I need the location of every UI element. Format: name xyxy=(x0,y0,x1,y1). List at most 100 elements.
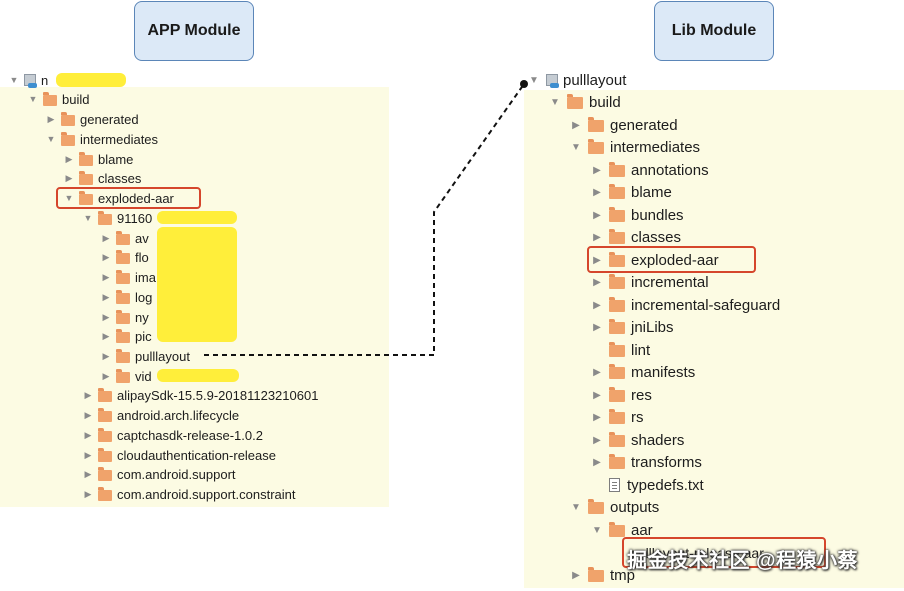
tree-row-exploded-aar[interactable]: ▼ exploded-aar xyxy=(63,189,174,207)
expanded-arrow-icon[interactable]: ▼ xyxy=(46,134,56,144)
collapsed-arrow-icon[interactable]: ▶ xyxy=(102,232,110,243)
tree-row-pulllayout[interactable]: ▶ pulllayout xyxy=(100,347,190,365)
tree-row-intermediate-item[interactable]: ▶ manifests xyxy=(591,362,695,382)
redaction-mark xyxy=(157,369,239,382)
tree-row-intermediate-item[interactable]: ▶ res xyxy=(591,385,652,405)
tree-row-aar-child[interactable]: ▶ vid xyxy=(100,367,152,385)
tree-row-generated[interactable]: ▶ generated xyxy=(45,110,139,128)
collapsed-arrow-icon[interactable]: ▶ xyxy=(572,119,580,131)
tree-row-aar-child[interactable]: ▶ flo xyxy=(100,248,149,266)
collapsed-arrow-icon[interactable]: ▶ xyxy=(593,276,601,288)
tree-row-build[interactable]: ▼ build xyxy=(549,92,621,112)
tree-row-app-root[interactable]: ▼ n xyxy=(8,71,48,89)
tree-row-lib[interactable]: ▶ captchasdk-release-1.0.2 xyxy=(82,426,263,444)
folder-icon xyxy=(79,190,93,205)
expanded-arrow-icon[interactable]: ▼ xyxy=(83,213,93,223)
collapsed-arrow-icon[interactable]: ▶ xyxy=(593,299,601,311)
expanded-arrow-icon[interactable]: ▼ xyxy=(571,141,581,153)
collapsed-arrow-icon[interactable]: ▶ xyxy=(65,153,73,164)
collapsed-arrow-icon[interactable]: ▶ xyxy=(593,456,601,468)
folder-icon xyxy=(98,407,112,422)
tree-row-hash-folder[interactable]: ▼ 91160 xyxy=(82,209,152,227)
collapsed-arrow-icon[interactable]: ▶ xyxy=(102,350,110,361)
tree-row-aar-child[interactable]: ▶ ima xyxy=(100,268,156,286)
collapsed-arrow-icon[interactable]: ▶ xyxy=(65,172,73,183)
tree-row-intermediate-item[interactable]: ▶ shaders xyxy=(591,430,684,450)
collapsed-arrow-icon[interactable]: ▶ xyxy=(84,429,92,440)
expanded-arrow-icon[interactable]: ▼ xyxy=(9,75,19,85)
collapsed-arrow-icon[interactable]: ▶ xyxy=(102,370,110,381)
tree-row-aar[interactable]: ▼ aar xyxy=(591,520,653,540)
expanded-arrow-icon[interactable]: ▼ xyxy=(592,524,602,536)
tree-row-intermediate-item[interactable]: ▶ incremental xyxy=(591,272,708,292)
tree-label: captchasdk-release-1.0.2 xyxy=(117,427,263,443)
collapsed-arrow-icon[interactable]: ▶ xyxy=(84,468,92,479)
tree-row-lib[interactable]: ▶ com.android.support xyxy=(82,465,236,483)
collapsed-arrow-icon[interactable]: ▶ xyxy=(593,209,601,221)
collapsed-arrow-icon[interactable]: ▶ xyxy=(84,409,92,420)
folder-icon xyxy=(609,522,625,537)
collapsed-arrow-icon[interactable]: ▶ xyxy=(102,311,110,322)
tree-row-intermediate-item[interactable]: ▶ classes xyxy=(591,227,681,247)
tree-row-tmp[interactable]: ▶ tmp xyxy=(570,565,635,585)
tree-row-blame[interactable]: ▶ blame xyxy=(63,150,133,168)
tree-row-generated[interactable]: ▶ generated xyxy=(570,115,677,135)
tree-row-lib-root[interactable]: ▼ pulllayout xyxy=(528,70,626,90)
tree-label: n xyxy=(41,72,49,88)
collapsed-arrow-icon[interactable]: ▶ xyxy=(102,271,110,282)
tree-row-intermediates[interactable]: ▼ intermediates xyxy=(45,130,158,148)
expanded-arrow-icon[interactable]: ▼ xyxy=(28,94,38,104)
expanded-arrow-icon[interactable]: ▼ xyxy=(550,96,560,108)
collapsed-arrow-icon[interactable]: ▶ xyxy=(593,254,601,266)
collapsed-arrow-icon[interactable]: ▶ xyxy=(593,389,601,401)
collapsed-arrow-icon[interactable]: ▶ xyxy=(102,291,110,302)
tree-row-intermediate-item[interactable]: ▶ bundles xyxy=(591,205,683,225)
tree-row-exploded-aar[interactable]: ▶ exploded-aar xyxy=(591,250,718,270)
expanded-arrow-icon[interactable]: ▼ xyxy=(64,193,74,203)
collapsed-arrow-icon[interactable]: ▶ xyxy=(593,434,601,446)
tree-row-intermediate-item[interactable]: ▶ blame xyxy=(591,182,672,202)
tree-row-aar-child[interactable]: ▶ pic xyxy=(100,327,152,345)
tree-row-aar-child[interactable]: ▶ ny xyxy=(100,308,149,326)
collapsed-arrow-icon[interactable]: ▶ xyxy=(102,330,110,341)
tree-row-intermediates[interactable]: ▼ intermediates xyxy=(570,137,700,157)
tree-row-aar-child[interactable]: ▶ log xyxy=(100,288,152,306)
tree-row-outputs[interactable]: ▼ outputs xyxy=(570,497,659,517)
tree-row-intermediate-item[interactable]: ▶ incremental-safeguard xyxy=(591,295,780,315)
tree-row-intermediate-item[interactable]: ▶ transforms xyxy=(591,452,702,472)
folder-icon xyxy=(609,229,625,244)
tree-label: ny xyxy=(135,309,149,325)
collapsed-arrow-icon[interactable]: ▶ xyxy=(593,321,601,333)
tree-row-lib[interactable]: ▶ android.arch.lifecycle xyxy=(82,406,239,424)
tree-row-intermediate-item[interactable]: ▶ annotations xyxy=(591,160,708,180)
tree-row-classes[interactable]: ▶ classes xyxy=(63,169,141,187)
folder-icon xyxy=(609,252,625,267)
collapsed-arrow-icon[interactable]: ▶ xyxy=(47,113,55,124)
collapsed-arrow-icon[interactable]: ▶ xyxy=(84,389,92,400)
folder-icon xyxy=(79,151,93,166)
tree-row-typedefs-file[interactable]: typedefs.txt xyxy=(591,475,704,495)
collapsed-arrow-icon[interactable]: ▶ xyxy=(572,569,580,581)
collapsed-arrow-icon[interactable]: ▶ xyxy=(593,231,601,243)
tree-row-intermediate-item[interactable]: ▶ rs xyxy=(591,407,643,427)
tree-row-lib[interactable]: ▶ alipaySdk-15.5.9-20181123210601 xyxy=(82,386,318,404)
tree-row-aar-file[interactable]: pulllayout-release.aar xyxy=(630,543,764,563)
tree-row-intermediate-item[interactable]: lint xyxy=(591,340,650,360)
collapsed-arrow-icon[interactable]: ▶ xyxy=(593,411,601,423)
collapsed-arrow-icon[interactable]: ▶ xyxy=(84,449,92,460)
expanded-arrow-icon[interactable]: ▼ xyxy=(529,74,539,86)
tree-row-intermediate-item[interactable]: ▶ jniLibs xyxy=(591,317,674,337)
tree-label: jniLibs xyxy=(631,318,674,336)
tree-row-aar-child[interactable]: ▶ av xyxy=(100,229,149,247)
tree-row-lib[interactable]: ▶ com.android.support.constraint xyxy=(82,485,295,503)
tree-row-build[interactable]: ▼ build xyxy=(27,90,89,108)
collapsed-arrow-icon[interactable]: ▶ xyxy=(593,186,601,198)
collapsed-arrow-icon[interactable]: ▶ xyxy=(593,366,601,378)
collapsed-arrow-icon[interactable]: ▶ xyxy=(84,488,92,499)
collapsed-arrow-icon[interactable]: ▶ xyxy=(102,251,110,262)
folder-icon xyxy=(43,91,57,106)
collapsed-arrow-icon[interactable]: ▶ xyxy=(593,164,601,176)
expanded-arrow-icon[interactable]: ▼ xyxy=(571,501,581,513)
tree-row-lib[interactable]: ▶ cloudauthentication-release xyxy=(82,446,276,464)
tree-label: shaders xyxy=(631,431,685,449)
